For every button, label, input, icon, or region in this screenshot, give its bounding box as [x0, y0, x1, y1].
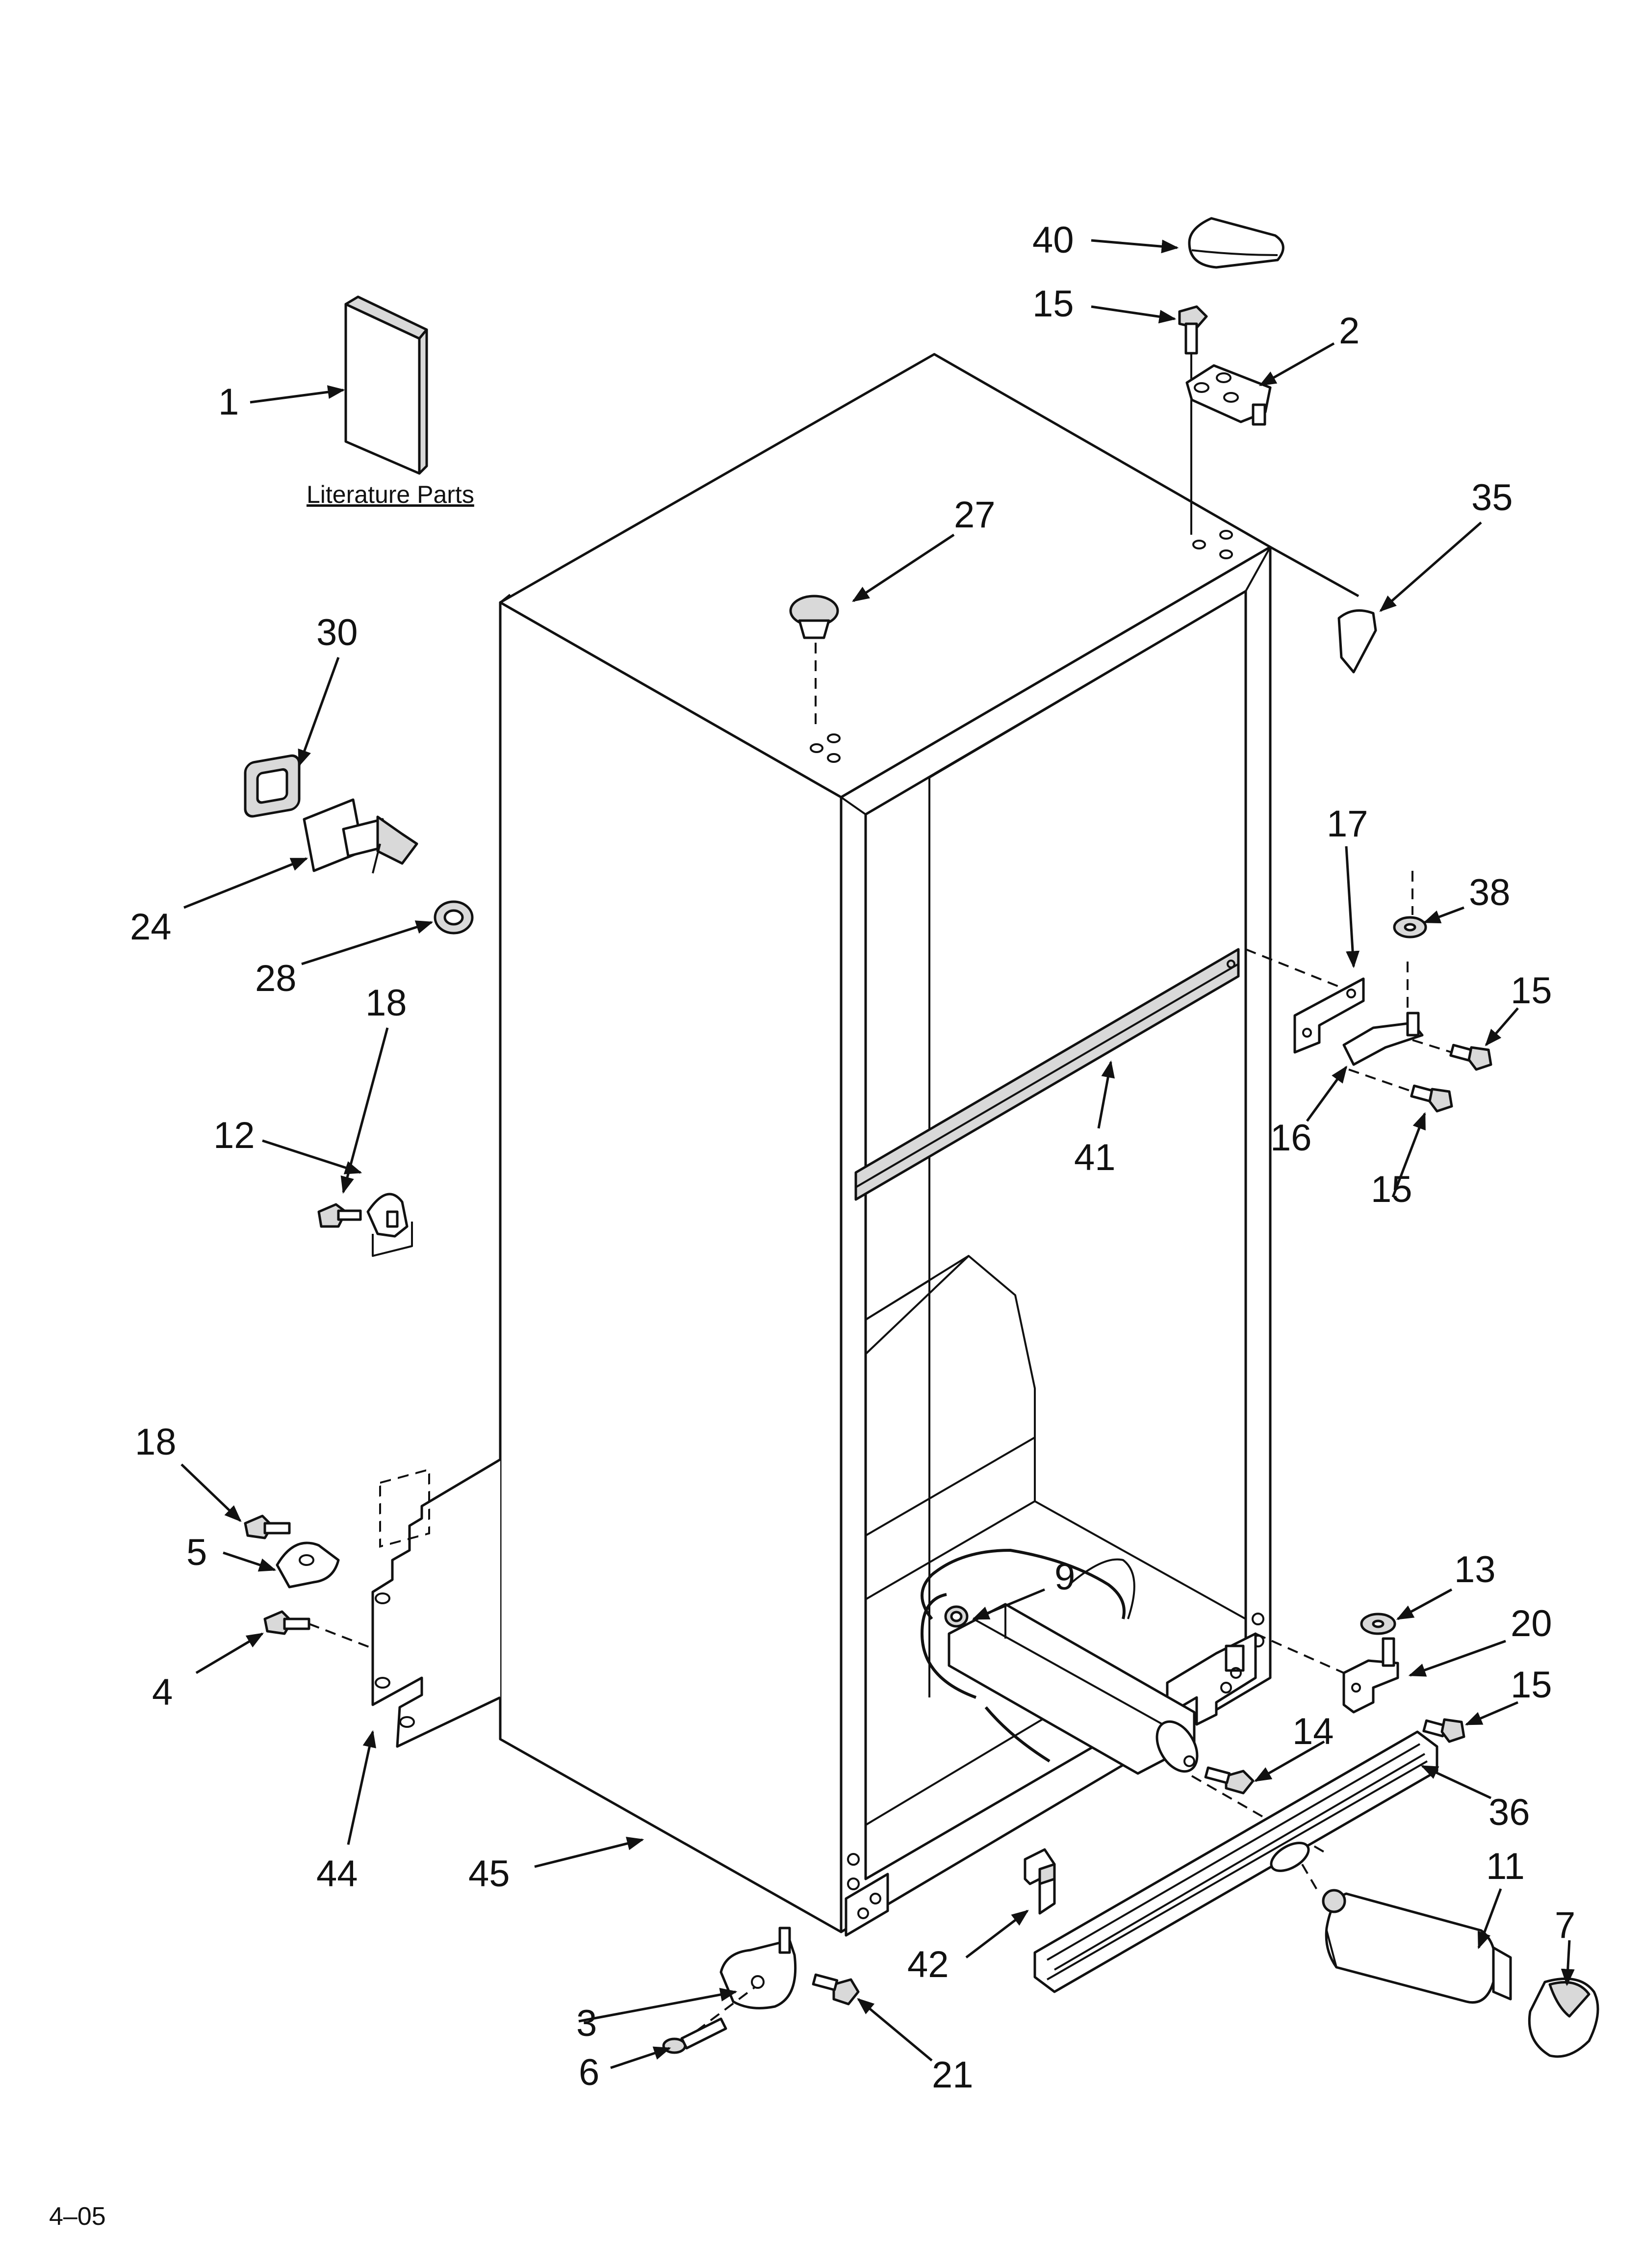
callout-18: 18 — [365, 982, 407, 1024]
callout-45: 45 — [468, 1853, 510, 1895]
top-plug — [789, 595, 839, 731]
bottom-hinge — [1342, 1637, 1399, 1714]
literature-booklet — [344, 295, 428, 475]
bottom-washer — [1360, 1613, 1396, 1635]
callout-5: 5 — [186, 1532, 207, 1573]
callout-labels: 1 40 15 2 27 35 30 24 28 18 12 17 38 15 … — [130, 219, 1575, 2096]
rear-access-panel — [371, 1458, 501, 1748]
hinge-cover — [1188, 217, 1284, 269]
callout-42: 42 — [907, 1944, 949, 1985]
filter-hose — [921, 1549, 1135, 1763]
callout-41: 41 — [1074, 1137, 1116, 1178]
callout-9: 9 — [1054, 1556, 1075, 1598]
bottom-front-plate — [845, 1873, 889, 1937]
callout-21: 21 — [932, 2054, 974, 2096]
callout-14: 14 — [1292, 1711, 1334, 1752]
valve-gasket — [244, 754, 301, 818]
callout-36: 36 — [1488, 1792, 1530, 1833]
callout-28: 28 — [255, 958, 297, 999]
callout-11: 11 — [1486, 1846, 1525, 1887]
center-hinge-bracket — [1293, 977, 1365, 1054]
hinge-screw-lower — [1348, 1069, 1453, 1113]
leveling-pin — [662, 2017, 727, 2054]
leveling-bracket — [695, 1927, 797, 2032]
callout-12: 12 — [213, 1115, 255, 1156]
callout-13: 13 — [1454, 1549, 1496, 1590]
callout-15: 15 — [1371, 1169, 1412, 1210]
filter-cap — [1528, 1977, 1599, 2058]
revision-code: 4–05 — [49, 2202, 106, 2231]
callout-16: 16 — [1270, 1117, 1312, 1159]
callout-18: 18 — [135, 1421, 177, 1463]
callout-38: 38 — [1469, 872, 1511, 913]
hinge-screw-mid — [1412, 1039, 1492, 1071]
callout-30: 30 — [316, 612, 358, 653]
callout-15: 15 — [1032, 283, 1074, 325]
water-filter-cartridge — [1322, 1889, 1512, 2004]
filter-housing — [944, 1603, 1199, 1775]
callout-7: 7 — [1555, 1904, 1575, 1946]
bottom-hinge-screw — [1422, 1718, 1465, 1743]
callout-3: 3 — [576, 2003, 597, 2044]
panel-screw — [263, 1610, 373, 1649]
harness-clamp — [276, 1541, 340, 1589]
clamp-screw — [244, 1514, 291, 1539]
center-hinge — [1342, 962, 1424, 1066]
housing-screw — [1204, 1766, 1255, 1795]
callout-2: 2 — [1339, 310, 1360, 352]
damper-valve — [303, 798, 418, 874]
mullion-bar — [854, 948, 1344, 1201]
callout-15: 15 — [1511, 970, 1552, 1012]
leader-lines — [180, 239, 1575, 2069]
callout-1: 1 — [218, 381, 239, 423]
callout-40: 40 — [1032, 219, 1074, 261]
bracket-screw — [812, 1973, 860, 2006]
callout-20: 20 — [1511, 1603, 1552, 1644]
top-hinge — [1185, 364, 1272, 426]
callout-44: 44 — [316, 1853, 358, 1895]
callout-4: 4 — [152, 1671, 173, 1713]
hinge-pin-cover — [1269, 546, 1377, 674]
callout-24: 24 — [130, 906, 172, 948]
callout-6: 6 — [579, 2052, 599, 2093]
callout-15: 15 — [1511, 1664, 1552, 1706]
grille-clip — [1024, 1848, 1056, 1915]
hinge-washer — [1393, 871, 1427, 938]
literature-label: Literature Parts — [307, 481, 474, 508]
tubing-clamp — [317, 1193, 413, 1257]
callout-17: 17 — [1327, 803, 1368, 845]
callout-35: 35 — [1471, 477, 1513, 519]
grommet — [434, 900, 474, 935]
callout-27: 27 — [954, 494, 996, 536]
